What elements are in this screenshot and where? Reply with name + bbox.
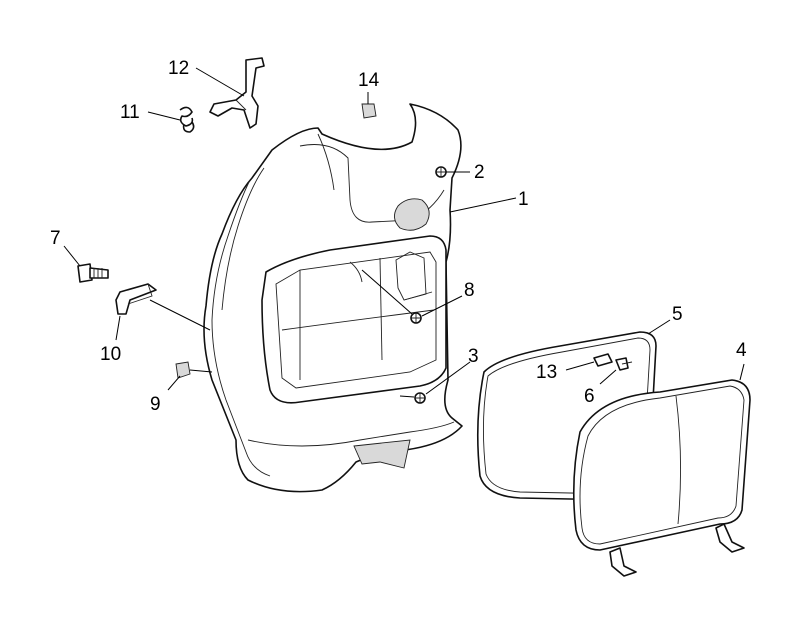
callout-5: 5 <box>672 304 683 325</box>
callout-3: 3 <box>468 346 479 367</box>
callout-7: 7 <box>50 228 61 249</box>
bolt-part-7 <box>63 245 109 283</box>
clip-bracket-part-10 <box>115 283 211 341</box>
callout-13: 13 <box>536 362 557 383</box>
callout-14: 14 <box>358 70 380 91</box>
callout-12: 12 <box>168 58 189 79</box>
clip-part-6 <box>599 357 633 385</box>
callout-2: 2 <box>474 162 485 183</box>
clip-nut-part-14 <box>361 92 377 119</box>
clip-nut-part-9 <box>167 361 213 391</box>
screw-part-8 <box>361 269 463 324</box>
callout-10: 10 <box>100 344 121 365</box>
screw-part-2 <box>435 166 470 178</box>
callout-1: 1 <box>518 189 529 210</box>
clip-part-13 <box>565 353 613 371</box>
leg-shield-panel <box>203 103 463 493</box>
screw-part-3 <box>399 361 471 404</box>
leader-1 <box>449 197 517 213</box>
callout-6: 6 <box>584 386 595 407</box>
callout-8: 8 <box>464 280 475 301</box>
spring-part-11 <box>147 106 195 133</box>
callout-9: 9 <box>150 394 161 415</box>
callout-11: 11 <box>120 102 140 123</box>
callout-4: 4 <box>736 340 747 361</box>
lever-bracket-part-12 <box>195 57 265 129</box>
cover-panel-part-4 <box>572 363 751 577</box>
